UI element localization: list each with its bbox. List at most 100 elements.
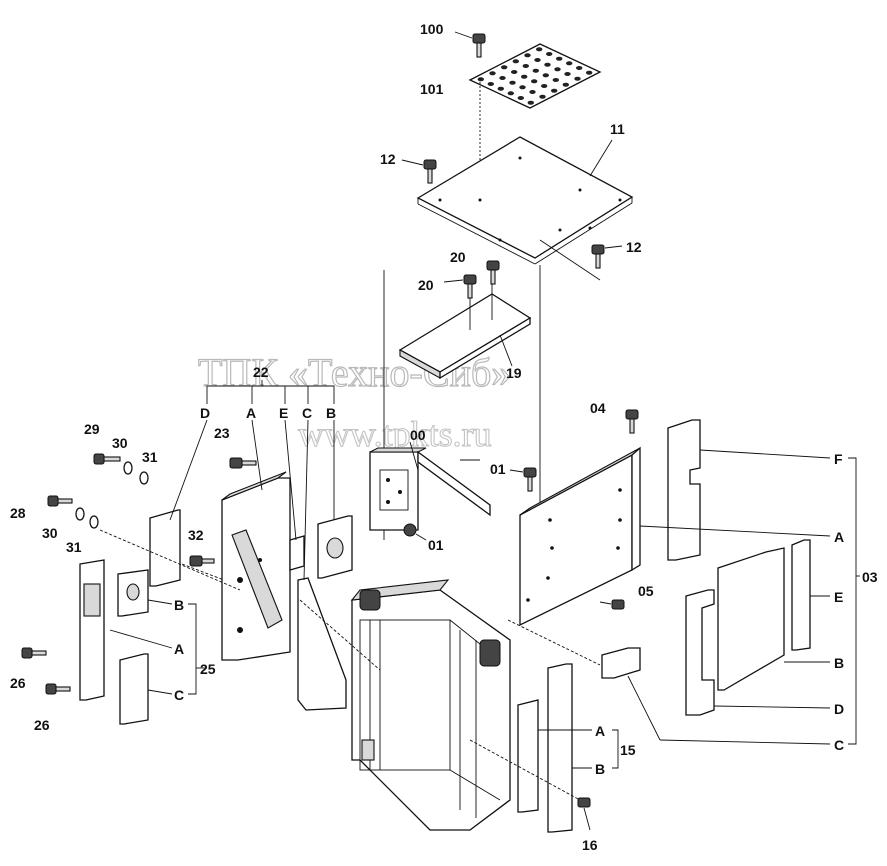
perforation-hole: [546, 52, 553, 56]
perforation-hole: [522, 64, 529, 68]
perforation-hole: [566, 61, 573, 66]
seal-03-B: [717, 547, 785, 691]
seal-22-D: [149, 509, 181, 587]
perforation-hole: [507, 91, 514, 96]
callout-12-left: 12: [380, 151, 396, 167]
letter-03-C: C: [834, 737, 844, 753]
perforation-hole: [562, 82, 569, 87]
seal-25-C: [119, 653, 149, 725]
bolt-01-frame: [403, 523, 427, 541]
callout-05: 05: [638, 583, 654, 599]
letter-15-B: B: [595, 761, 605, 777]
callout-23: 23: [214, 425, 230, 441]
perforation-hole: [499, 76, 506, 80]
bolt-32: [189, 555, 215, 567]
letter-03-E: E: [834, 589, 843, 605]
letter-25-B: B: [174, 597, 184, 613]
seal-22-B: [317, 515, 353, 579]
callout-28: 28: [10, 505, 26, 521]
perforation-hole: [521, 74, 528, 79]
perforation-hole: [551, 88, 558, 93]
bolt-26-lower: [45, 683, 71, 695]
perforation-hole: [477, 77, 484, 82]
seal-03-D: [685, 589, 715, 716]
bolt-12-right: [591, 244, 623, 269]
seal-03-C: [601, 647, 641, 679]
callout-16: 16: [582, 837, 598, 853]
callout-26-lower: 26: [34, 717, 50, 733]
bolt-26-upper: [21, 647, 47, 659]
bracket-19: [398, 278, 532, 380]
bolt-12-left: [401, 159, 437, 184]
perforation-hole: [487, 82, 494, 86]
washer-31-lower: [89, 515, 99, 529]
perforation-hole: [497, 86, 504, 91]
frame-00: [369, 441, 491, 531]
seal-03-F: [667, 419, 701, 561]
callout-100: 100: [420, 21, 444, 37]
perforation-hole: [576, 66, 583, 70]
bolt-20-lower: [443, 274, 477, 299]
perforation-hole: [501, 65, 508, 70]
washer-30-lower: [75, 507, 85, 521]
perforation-hole: [541, 84, 548, 88]
callout-25: 25: [200, 661, 216, 677]
perforated-plate-101: [468, 43, 602, 200]
washer-31-upper: [139, 471, 149, 485]
seal-25-B: [117, 569, 149, 617]
callout-22: 22: [253, 364, 269, 380]
bolt-100: [454, 31, 486, 58]
perforation-hole: [532, 68, 539, 73]
cover-plate-25: [79, 559, 105, 701]
bolt-04: [625, 409, 639, 434]
callout-19: 19: [506, 365, 522, 381]
perforation-hole: [586, 70, 593, 75]
perforation-hole: [512, 59, 519, 64]
callout-101: 101: [420, 81, 444, 97]
callout-26-upper: 26: [10, 675, 26, 691]
letter-22-B: B: [326, 405, 336, 421]
bolt-05: [599, 599, 625, 610]
radiator-assembly: [350, 579, 511, 831]
callout-30-lower: 30: [42, 525, 58, 541]
callout-11: 11: [610, 121, 625, 137]
callout-15: 15: [620, 742, 636, 758]
perforation-hole: [519, 85, 526, 90]
letter-03-D: D: [834, 701, 844, 717]
letter-03-F: F: [834, 451, 843, 467]
perforation-hole: [527, 100, 534, 105]
perforation-hole: [552, 78, 559, 82]
callout-01-panel: 01: [490, 461, 506, 477]
callout-01-frame: 01: [428, 537, 444, 553]
perforation-hole: [536, 47, 543, 52]
perforation-hole: [509, 80, 516, 85]
bolt-23: [229, 457, 257, 469]
perforation-hole: [564, 72, 571, 76]
perforation-hole: [574, 76, 581, 81]
perforation-hole: [542, 73, 549, 78]
leader-lines: [99, 380, 860, 801]
letter-22-A: A: [246, 405, 256, 421]
callout-00: 00: [410, 427, 426, 443]
watermark: ТПК «Техно-Сиб» www.tpkts.ru: [197, 349, 512, 454]
bolt-28: [47, 495, 73, 507]
letter-03-A: A: [834, 529, 844, 545]
side-panel-right: [507, 446, 641, 666]
top-cover-11: [383, 136, 634, 540]
letter-03-B: B: [834, 655, 844, 671]
perforation-hole: [544, 62, 551, 67]
perforation-hole: [554, 67, 561, 72]
seal-22-E: [289, 535, 305, 571]
bolt-20-upper: [486, 260, 500, 285]
seal-22-C: [297, 577, 347, 711]
perforation-hole: [534, 58, 541, 62]
bolt-16: [577, 797, 591, 831]
callout-04: 04: [590, 400, 606, 416]
letter-25-A: A: [174, 641, 184, 657]
bolt-29: [93, 453, 121, 465]
perforation-hole: [517, 96, 524, 100]
callout-20-lower: 20: [418, 277, 434, 293]
perforation-hole: [556, 56, 563, 61]
washer-30-upper: [123, 461, 133, 475]
